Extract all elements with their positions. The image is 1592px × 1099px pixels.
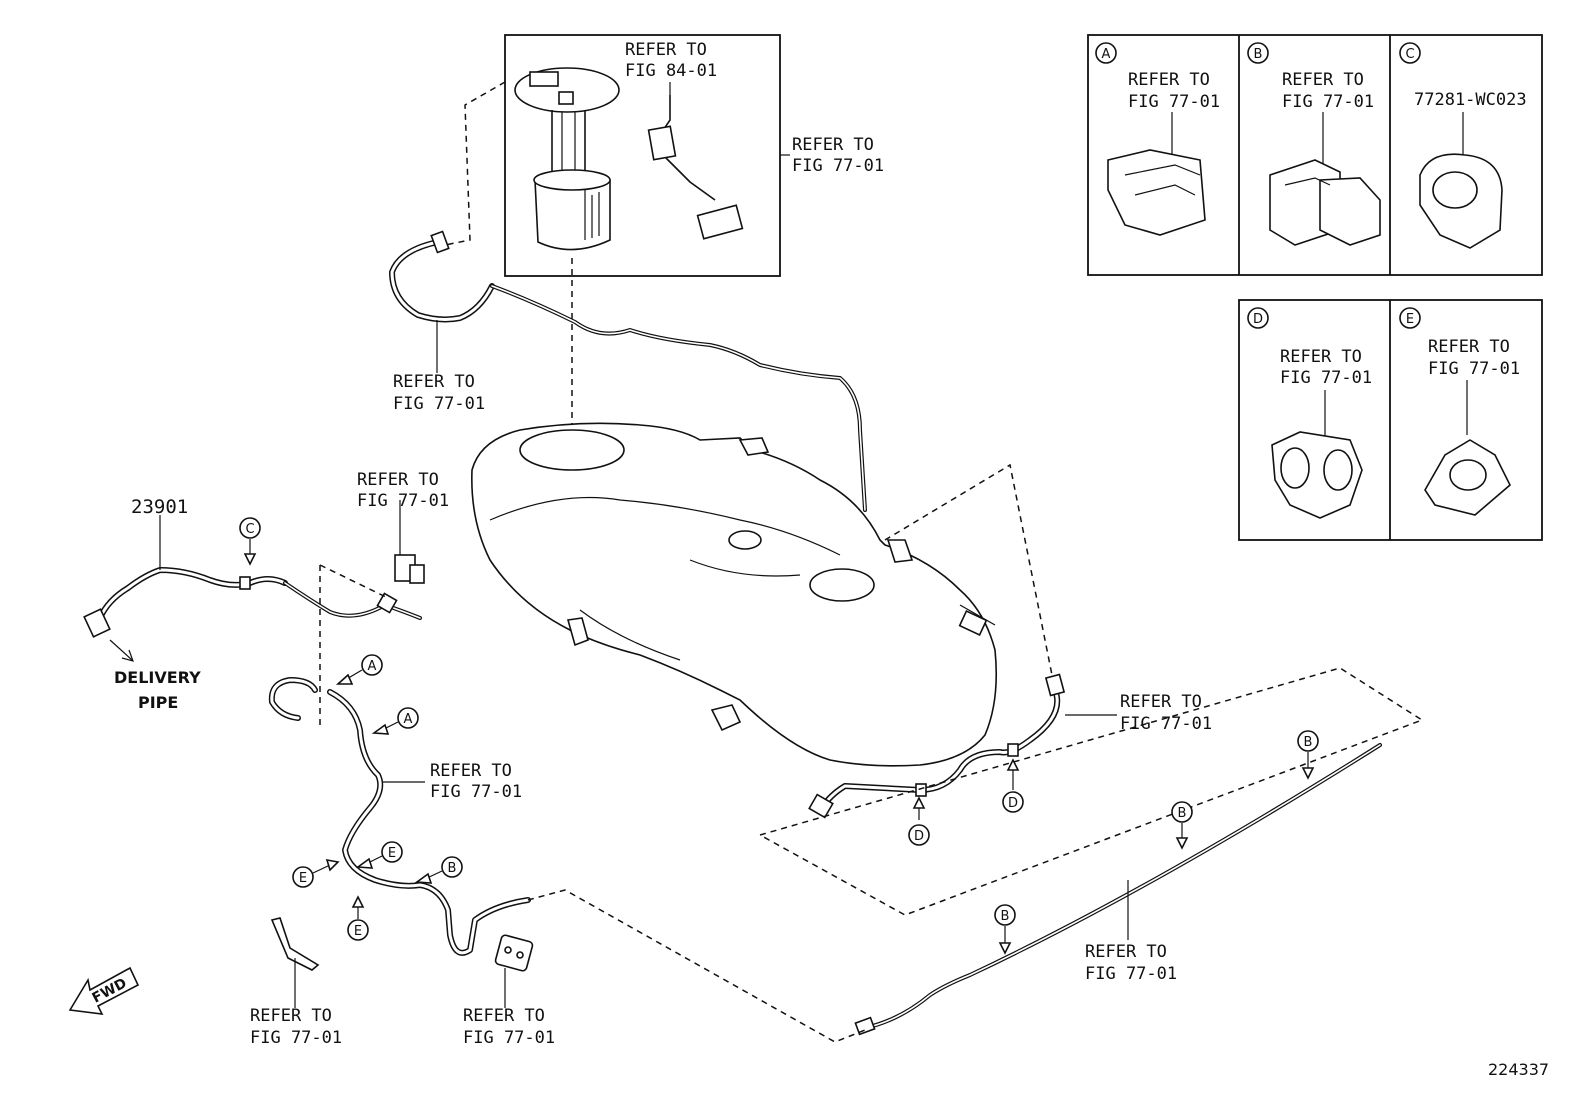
callout-a: A — [335, 654, 383, 685]
refer-label: REFER TO — [1085, 942, 1167, 962]
fig-label: FIG 77-01 — [1085, 964, 1177, 984]
clip-part — [494, 934, 534, 1008]
callout-e: E — [355, 841, 403, 869]
refer-label: REFER TO — [1128, 70, 1210, 90]
fig-label: FIG 77-01 — [1280, 368, 1372, 388]
fig-label: FIG 77-01 — [357, 491, 449, 511]
svg-text:E: E — [1406, 312, 1414, 327]
svg-text:E: E — [299, 871, 307, 886]
svg-text:C: C — [1405, 47, 1414, 62]
legend-a: A REFER TO FIG 77-01 — [1095, 42, 1220, 236]
refer-label: REFER TO — [357, 470, 439, 490]
fig-label: FIG 77-01 — [463, 1028, 555, 1048]
svg-text:B: B — [448, 861, 457, 876]
fig-label: FIG 77-01 — [1282, 92, 1374, 112]
legend-e: E REFER TO FIG 77-01 — [1399, 307, 1520, 516]
part-number-77281: 77281-WC023 — [1414, 90, 1527, 110]
callout-b: B — [414, 856, 463, 884]
svg-text:A: A — [368, 659, 377, 674]
callout-c: C — [239, 517, 261, 566]
callout-a: A — [371, 707, 419, 735]
callout-d: D — [908, 796, 930, 846]
svg-text:A: A — [1102, 47, 1111, 62]
part-number-23901: 23901 — [131, 496, 188, 518]
tank-right-hose — [808, 673, 1117, 819]
delivery-pipe-label: DELIVERY — [114, 668, 201, 687]
upper-fuel-line — [389, 230, 867, 512]
svg-text:E: E — [354, 924, 362, 939]
refer-label: REFER TO — [625, 40, 707, 60]
svg-text:B: B — [1178, 806, 1187, 821]
callout-e: E — [347, 895, 369, 941]
refer-label: REFER TO — [393, 372, 475, 392]
fig-label: FIG 77-01 — [1428, 359, 1520, 379]
legend-b: B REFER TO FIG 77-01 — [1247, 42, 1381, 246]
callout-d: D — [1002, 758, 1024, 813]
forward-arrow-icon: FWD — [68, 966, 140, 1015]
diagram-id: 224337 — [1488, 1060, 1549, 1079]
callout-b: B — [1171, 801, 1193, 850]
clamp-part — [394, 500, 425, 584]
clip-legend-top — [1087, 34, 1543, 276]
refer-label: REFER TO — [1120, 692, 1202, 712]
svg-text:D: D — [1008, 796, 1018, 811]
svg-text:E: E — [388, 846, 396, 861]
fuel-tank — [471, 422, 998, 767]
svg-text:B: B — [1001, 909, 1010, 924]
delivery-pipe-label: PIPE — [138, 693, 178, 712]
refer-label: REFER TO — [1282, 70, 1364, 90]
refer-label: REFER TO — [1280, 347, 1362, 367]
fig-label: FIG 77-01 — [430, 782, 522, 802]
svg-text:B: B — [1254, 47, 1263, 62]
fig-label: FIG 77-01 — [1128, 92, 1220, 112]
clip-legend-bottom — [1238, 299, 1543, 541]
bracket-part — [270, 917, 320, 1008]
callout-b: B — [1297, 730, 1319, 780]
fig-label: FIG 77-01 — [250, 1028, 342, 1048]
svg-text:A: A — [404, 712, 413, 727]
long-fuel-pipe — [854, 743, 1382, 1036]
svg-text:D: D — [1253, 312, 1263, 327]
fig-label: FIG 77-01 — [393, 394, 485, 414]
svg-text:B: B — [1304, 735, 1313, 750]
fuel-pump-inset — [504, 34, 790, 440]
callout-e: E — [292, 858, 340, 888]
legend-c: C 77281-WC023 — [1399, 42, 1527, 249]
svg-text:D: D — [914, 829, 924, 844]
legend-d: D REFER TO FIG 77-01 — [1247, 307, 1372, 519]
callout-b: B — [994, 904, 1016, 955]
refer-label: REFER TO — [792, 135, 874, 155]
fig-label: FIG 84-01 — [625, 61, 717, 81]
svg-text:C: C — [245, 522, 254, 537]
refer-label: REFER TO — [250, 1006, 332, 1026]
fig-label: FIG 77-01 — [1120, 714, 1212, 734]
refer-label: REFER TO — [430, 761, 512, 781]
refer-label: REFER TO — [1428, 337, 1510, 357]
fig-label: FIG 77-01 — [792, 156, 884, 176]
refer-label: REFER TO — [463, 1006, 545, 1026]
delivery-pipe-23901 — [83, 515, 422, 662]
lower-fuel-hose — [268, 677, 531, 956]
